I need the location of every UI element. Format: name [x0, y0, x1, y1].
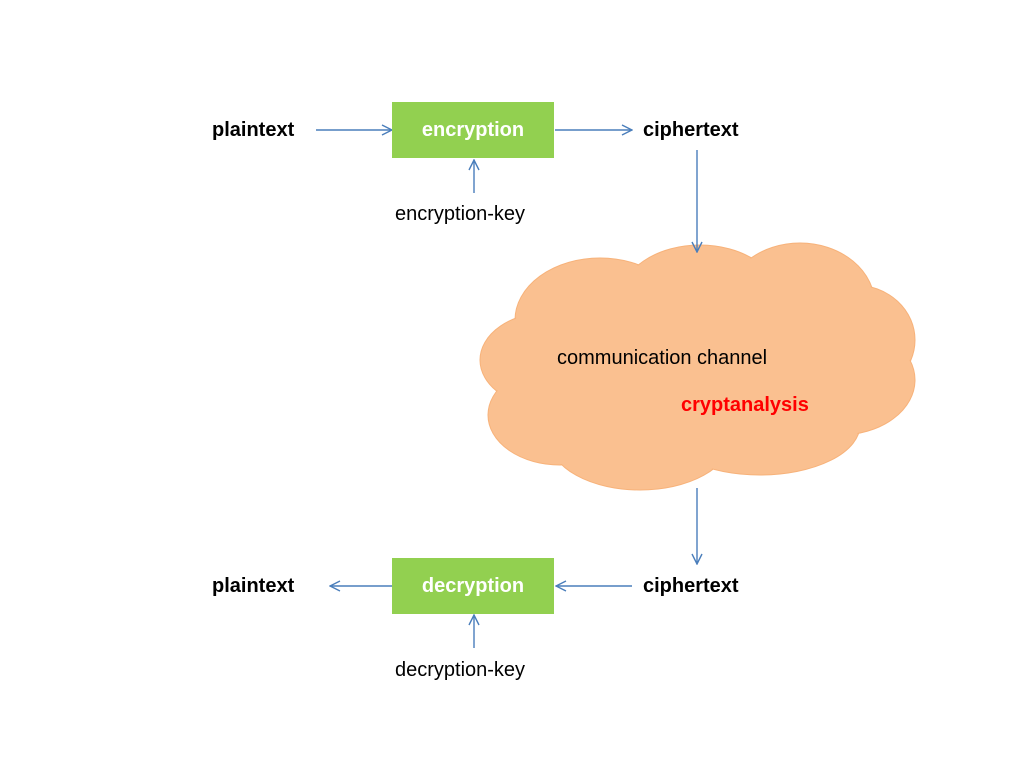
- plaintext-output-label: plaintext: [212, 575, 295, 597]
- decryption-key-label: decryption-key: [395, 659, 526, 681]
- decryption-box: decryption: [392, 558, 554, 614]
- communication-channel-cloud: [479, 242, 916, 491]
- ciphertext-input-label: ciphertext: [643, 575, 739, 597]
- encryption-box: encryption: [392, 102, 554, 158]
- plaintext-input-label: plaintext: [212, 119, 295, 141]
- cryptanalysis-label: cryptanalysis: [681, 394, 809, 416]
- communication-channel-label: communication channel: [557, 347, 768, 369]
- encryption-key-label: encryption-key: [395, 203, 526, 225]
- ciphertext-output-label: ciphertext: [643, 119, 739, 141]
